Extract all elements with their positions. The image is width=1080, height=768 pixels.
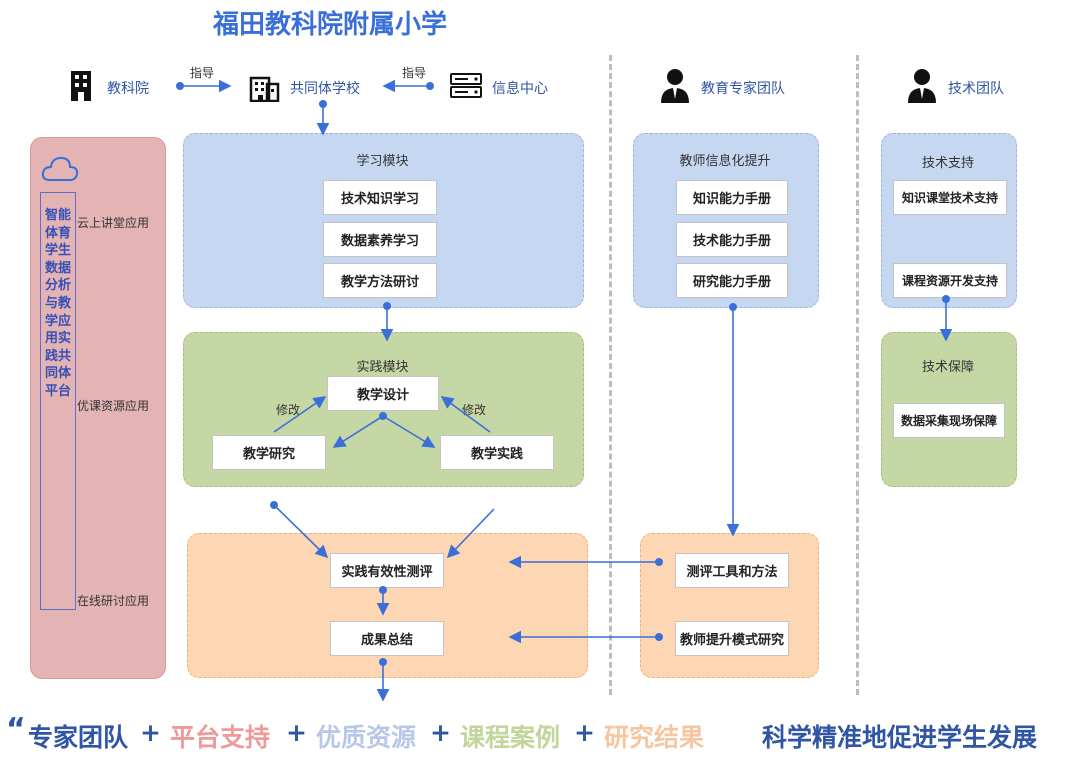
slogan-quality-resources: 优质资源 <box>316 723 417 752</box>
tech-person-icon <box>906 67 938 107</box>
study-item: 数据素养学习 <box>323 222 437 257</box>
modify-left-label: 修改 <box>276 403 301 417</box>
app-cloud-lecture: 云上讲堂应用 <box>77 216 150 230</box>
teacher-improvement-title: 教师信息化提升 <box>679 154 771 169</box>
study-item: 技术知识学习 <box>323 180 437 215</box>
guide-left-label: 指导 <box>190 66 215 80</box>
plus-1: + <box>140 718 161 747</box>
platform-title: 智能体育学生数据分析与教学应用实践共同体平台 <box>40 192 76 610</box>
slogan-platform-support: 平台支持 <box>170 723 271 752</box>
cloud-icon <box>41 155 79 187</box>
gongtongti-label: 共同体学校 <box>290 81 360 97</box>
effectiveness-evaluation-box: 实践有效性测评 <box>330 553 444 588</box>
page-title: 福田教科院附属小学 <box>212 10 447 40</box>
tech-support-item: 课程资源开发支持 <box>893 263 1007 298</box>
expert-team-label: 教育专家团队 <box>701 81 785 97</box>
guide-right-label: 指导 <box>402 66 427 80</box>
tech-support-title: 技术支持 <box>921 156 974 171</box>
teacher-handbook-item: 知识能力手册 <box>676 180 788 215</box>
teaching-research-box: 教学研究 <box>212 435 326 470</box>
slogan-expert-team: 专家团队 <box>28 723 129 752</box>
study-item: 教学方法研讨 <box>323 263 437 298</box>
slogan-research-results: 研究结果 <box>604 723 705 752</box>
data-collection-guarantee-box: 数据采集现场保障 <box>893 403 1005 438</box>
teaching-practice-box: 教学实践 <box>440 435 554 470</box>
study-module-title: 学习模块 <box>356 154 409 169</box>
teacher-handbook-item: 研究能力手册 <box>676 263 788 298</box>
result-summary-box: 成果总结 <box>330 621 444 656</box>
app-quality-resource: 优课资源应用 <box>77 399 150 413</box>
teaching-design-box: 教学设计 <box>327 376 439 411</box>
server-icon <box>450 73 482 103</box>
tech-guarantee-title: 技术保障 <box>921 360 974 375</box>
teacher-handbook-item: 技术能力手册 <box>676 222 788 257</box>
plus-3: + <box>430 718 451 747</box>
tech-team-label: 技术团队 <box>948 81 1004 97</box>
xinxi-label: 信息中心 <box>492 81 548 97</box>
practice-module-title: 实践模块 <box>356 360 409 375</box>
separator-2 <box>856 55 859 695</box>
separator-1 <box>609 55 612 695</box>
modify-right-label: 修改 <box>462 403 487 417</box>
jiaokeyuan-label: 教科院 <box>107 81 149 97</box>
quote-mark: “ <box>6 712 26 747</box>
tech-support-item: 知识课堂技术支持 <box>893 180 1007 215</box>
plus-2: + <box>286 718 307 747</box>
slogan-course-cases: 课程案例 <box>460 723 561 752</box>
app-online-seminar: 在线研讨应用 <box>77 594 150 608</box>
teacher-mode-box: 教师提升模式研究 <box>675 621 789 656</box>
expert-person-icon <box>659 67 691 107</box>
eval-tools-box: 测评工具和方法 <box>675 553 789 588</box>
building-icon <box>70 70 92 106</box>
plus-4: + <box>574 718 595 747</box>
school-building-icon <box>248 70 280 106</box>
slogan-student-development: 科学精准地促进学生发展 <box>762 723 1038 752</box>
platform-panel <box>30 137 166 679</box>
